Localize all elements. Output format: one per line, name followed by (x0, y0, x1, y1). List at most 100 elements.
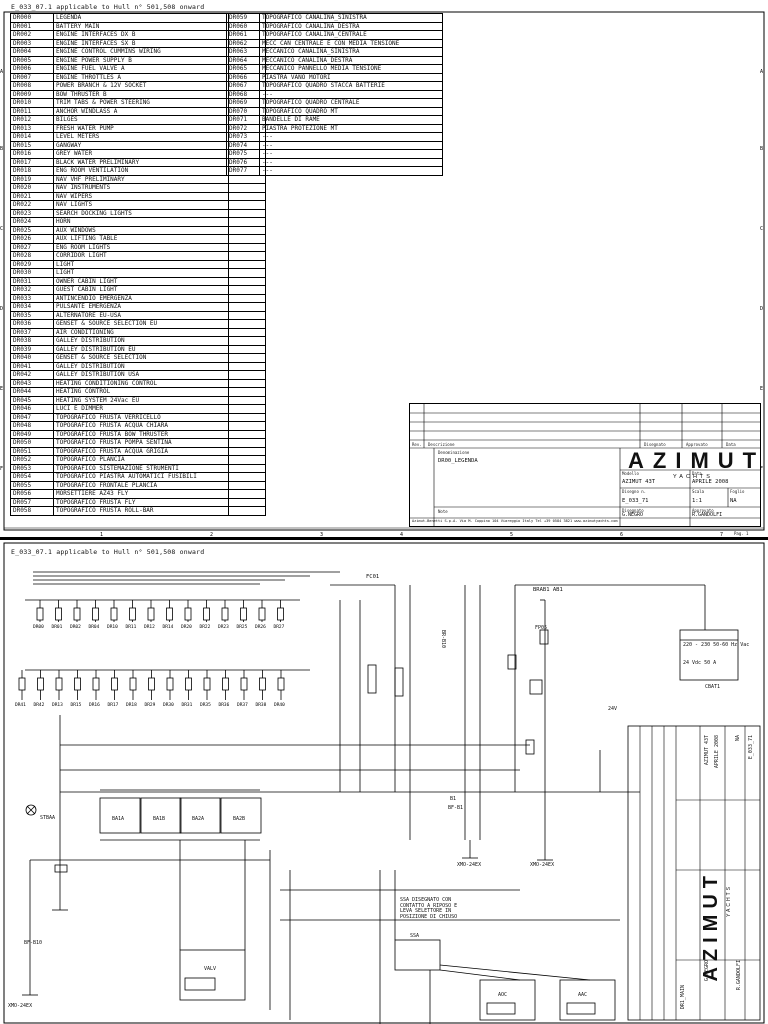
legend-description: PIASTRA PROTEZIONE MT (259, 123, 443, 133)
legend-blank (228, 234, 266, 244)
legend-description: LEVEL METERS (53, 132, 229, 142)
legend-code: DR056 (10, 489, 54, 499)
legend-blank (228, 285, 266, 295)
legend-code: DR009 (10, 89, 54, 99)
xmo-label-1: XMO-24EX (457, 862, 482, 868)
sheet-label: Foglio (730, 489, 745, 494)
fuse: DR02 (70, 600, 81, 630)
legend-blank (228, 174, 266, 184)
drawer-value: G.NEGRO (622, 512, 644, 518)
fuse-label: DR00 (33, 624, 44, 630)
legend-description: TOPOGRAFICO CANALINA_DESTRA (259, 21, 443, 31)
sheet-header: E_033_07.1 applicable to Hull n° 501,508… (11, 548, 205, 556)
fuse-label: DR35 (200, 702, 211, 708)
brab-label: BRAB1 AB1 (533, 587, 563, 593)
legend-blank (228, 268, 266, 278)
legend-row: DR073--- (226, 132, 443, 142)
legend-description: MECC CAN CENTRALE E CON MEDIA TENSIONE (259, 38, 443, 48)
legend-code: DR023 (10, 208, 54, 218)
legend-blank (228, 463, 266, 473)
legend-code: DR038 (10, 336, 54, 346)
bf-b10-label: BF-B10 (24, 940, 43, 946)
fuse: DR30 (163, 670, 174, 708)
legend-code: DR069 (226, 98, 260, 108)
ret-label: 24V (608, 706, 618, 712)
bottom-tag-vertical: DR1_MAIN (680, 985, 686, 1010)
legend-description: TOPOGRAFICO QUADRO MT (259, 106, 443, 116)
svg-text:1: 1 (100, 532, 103, 538)
note-label: Note (438, 509, 448, 514)
legend-code: DR053 (10, 463, 54, 473)
svg-text:F: F (0, 466, 3, 472)
legend-code: DR065 (226, 64, 260, 74)
legend-code: DR034 (10, 302, 54, 312)
legend-code: DR013 (10, 123, 54, 133)
fuse: DR11 (126, 600, 137, 630)
svg-text:C: C (760, 226, 763, 232)
legend-row: DR068--- (226, 89, 443, 99)
legend-code: DR047 (10, 412, 54, 422)
legend-description: --- (259, 149, 443, 159)
legend-code: DR046 (10, 404, 54, 414)
legend-description: --- (259, 140, 443, 150)
legend-code: DR041 (10, 361, 54, 371)
legend-description: LUCI E DIMMER (53, 404, 229, 414)
fuse-label: DR01 (52, 624, 63, 630)
legend-code: DR032 (10, 285, 54, 295)
legend-description: NAV VHF PRELIMINARY (53, 174, 229, 184)
fuse: DR12 (144, 600, 155, 630)
legend-description: MORSETTIERE AZ43 FLY (53, 489, 229, 499)
fuse: DR38 (256, 670, 267, 708)
date-vertical: APRILE 2008 (714, 735, 720, 769)
legend-blank (228, 336, 266, 346)
legend-blank (228, 489, 266, 499)
legend-description: BATTERY MAIN (53, 21, 229, 31)
company-line: Azimut-Benetti S.p.A. Via M. Coppino 104… (412, 519, 618, 523)
legend-blank (228, 310, 266, 320)
date-label: Data (726, 442, 736, 447)
schematic-sheet: E_033_07.1 applicable to Hull n° 501,508… (0, 540, 768, 1024)
legend-description: GANGWAY (53, 140, 229, 150)
legend-description: --- (259, 157, 443, 167)
legend-description: HEATING CONDITIONING CONTROL (53, 378, 229, 388)
legend-description: SEARCH DOCKING LIGHTS (53, 208, 229, 218)
legend-code: DR075 (226, 149, 260, 159)
legend-code: DR072 (226, 123, 260, 133)
bf-b1-label: BF-B1 (448, 805, 464, 811)
legend-blank (228, 378, 266, 388)
fuse: DR17 (108, 670, 119, 708)
legend-code: DR040 (10, 353, 54, 363)
title-block: Rev. Descrizione Disegnato Approvato Dat… (409, 403, 761, 527)
legend-row: DR075--- (226, 149, 443, 159)
svg-text:2: 2 (210, 532, 213, 538)
legend-code: DR057 (10, 497, 54, 507)
legend-blank (228, 387, 266, 397)
legend-description: ALTERNATORE EU-USA (53, 310, 229, 320)
feeder-sub: 24 Vdc 50 A (683, 660, 717, 666)
model-vertical: AZIMUT 43T (704, 735, 710, 766)
fuse: DR36 (219, 670, 230, 708)
legend-description: --- (259, 166, 443, 176)
legend-description: TOPOGRAFICO PIASTRA AUTOMATICI FUSIBILI (53, 472, 229, 482)
legend-code: DR031 (10, 276, 54, 286)
fuse: DR22 (200, 600, 211, 630)
legend-description: AUX WINDOWS (53, 225, 229, 235)
legend-code: DR049 (10, 429, 54, 439)
legend-description: ENGINE FUEL VALVE A (53, 64, 229, 74)
sheet-header: E_033_07.1 applicable to Hull n° 501,508… (11, 3, 205, 11)
fuse-label: DR11 (126, 624, 137, 630)
legend-description: AIR CONDITIONING (53, 327, 229, 337)
